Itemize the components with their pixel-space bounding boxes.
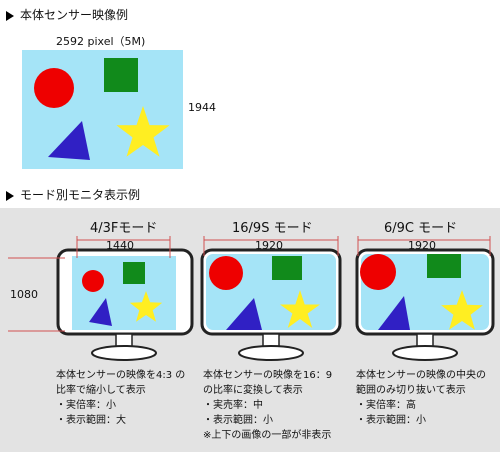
triangle-bullet-icon [6,190,14,201]
mode-title-6-9c: 6/9C モード [384,221,458,236]
sensor-image [22,50,183,169]
sensor-width-label: 2592 pixel（5M) [56,35,146,48]
monitor-4-3f [56,248,194,361]
mode-title-16-9s: 16/9S モード [232,221,313,236]
monitor-16-9s [200,248,342,361]
desc-line: 範囲のみ切り抜いて表示 [356,385,466,396]
modes-header: モード別モニタ表示例 [6,186,140,203]
red-circle [34,68,74,108]
desc-line: の比率に変換して表示 [203,385,303,396]
yellow-star [129,291,163,322]
desc-line: 本体センサーの映像の中央の [356,370,486,381]
desc-line: ・実倍率：高 [356,400,416,411]
desc-line: 比率で縮小して表示 [56,385,146,396]
blue-triangle [89,298,112,326]
yellow-star [280,290,320,328]
desc-line: ・表示範囲：小 [203,415,273,426]
green-square [123,262,145,284]
green-square [104,58,138,92]
mode-desc-16-9s: 本体センサーの映像を16：9 の比率に変換して表示 ・実売率：中 ・表示範囲：小… [203,368,332,443]
sensor-example-header: 本体センサー映像例 [6,6,128,23]
yellow-star [116,106,170,157]
monitor-stand [238,345,304,361]
red-circle [82,270,104,292]
modes-header-text: モード別モニタ表示例 [20,188,141,202]
mode-desc-6-9c: 本体センサーの映像の中央の 範囲のみ切り抜いて表示 ・実倍率：高 ・表示範囲：小 [356,368,486,428]
blue-triangle [378,296,410,330]
sensor-example-header-text: 本体センサー映像例 [20,8,129,22]
monitor-stand [91,345,157,361]
blue-triangle [226,298,262,330]
desc-line: ※上下の画像の一部が非表示 [203,430,332,441]
mode-width-16-9s: 1920 [255,239,283,252]
red-circle [360,254,396,290]
sensor-height-label: 1944 [188,101,216,114]
sensor-background [22,50,183,169]
desc-line: 本体センサーの映像を4:3 の [56,370,186,381]
blue-triangle [48,121,90,160]
mode-desc-4-3f: 本体センサーの映像を4:3 の 比率で縮小して表示 ・実倍率：小 ・表示範囲：大 [56,368,185,428]
dimension-lines [8,236,491,332]
desc-line: ・表示範囲：大 [56,415,126,426]
monitor-stand [392,345,458,361]
mode-width-4-3f: 1440 [106,239,134,252]
green-square [427,254,461,278]
desc-line: 本体センサーの映像を16：9 [203,370,333,381]
red-circle [209,256,243,290]
yellow-star [441,290,483,330]
monitor-height-label: 1080 [10,288,38,301]
desc-line: ・実売率：中 [203,400,263,411]
mode-width-6-9c: 1920 [408,239,436,252]
monitor-6-9c [355,248,495,361]
mode-title-4-3f: 4/3Fモード [90,221,158,236]
triangle-bullet-icon [6,10,14,21]
green-square [272,256,302,280]
desc-line: ・実倍率：小 [56,400,116,411]
desc-line: ・表示範囲：小 [356,415,426,426]
